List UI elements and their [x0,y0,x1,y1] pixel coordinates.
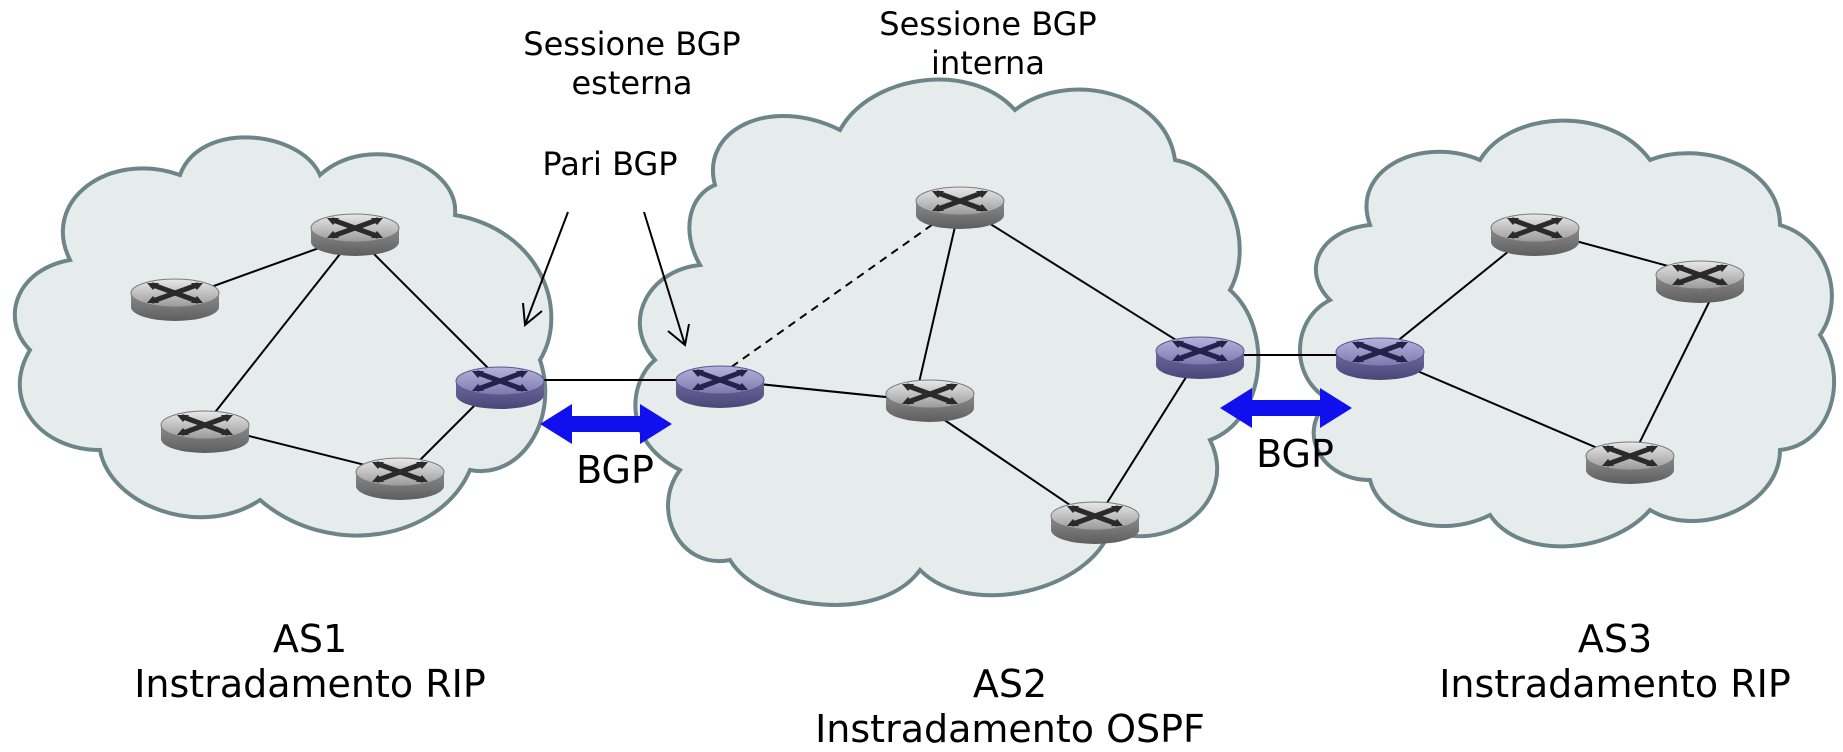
router-icon [916,187,1004,229]
as1-cloud [12,135,554,538]
gateway-router-icon [456,367,544,409]
bgp-arrow-left [540,404,672,444]
router-icon [1491,214,1579,256]
peer-pointer-right [643,211,686,346]
as1-name: AS1 [272,617,348,661]
router-icon [1051,502,1139,544]
link-as2-b [914,204,961,401]
as3-name: AS3 [1577,617,1653,661]
as1-label: AS1 Instradamento RIP [90,617,530,707]
link-as3-d [1379,354,1631,463]
link-as1-b [204,234,356,426]
bgp-right-text: BGP [1256,432,1334,476]
as1-routing: Instradamento RIP [134,662,486,706]
router-icon [311,214,399,256]
bgp-right-label: BGP [1240,432,1350,477]
gateway-router-icon [1156,337,1244,379]
peer-pointer-left [524,211,569,326]
bgp-arrow-right [1220,388,1352,428]
ebgp-session-label: Sessione BGP esterna [512,25,752,103]
bgp-peers-label: Pari BGP [520,145,700,184]
router-icon [131,279,219,321]
bgp-left-label: BGP [560,448,670,493]
as2-cloud [633,77,1261,607]
peer-pointer-right-head [667,323,690,347]
link-as2-c [959,204,1201,356]
ibgp-session-line2: interna [931,44,1045,82]
router-icon [1586,442,1674,484]
link-as1-c [354,234,501,381]
ebgp-session-line1: Sessione BGP [523,25,741,63]
as3-routing: Instradamento RIP [1439,662,1791,706]
peer-pointer-left-head [522,302,543,327]
as2-routing: Instradamento OSPF [815,707,1205,751]
bgp-peers-text: Pari BGP [542,145,678,183]
link-as3-c [1629,279,1721,463]
router-icon [1656,261,1744,303]
gateway-router-icon [1336,338,1424,380]
router-icon [886,380,974,422]
gateway-router-icon [676,366,764,408]
as2-name: AS2 [972,662,1048,706]
ibgp-session-label: Sessione BGP interna [868,5,1108,83]
router-icon [161,411,249,453]
ibgp-session-line1: Sessione BGP [879,5,1097,43]
bgp-left-text: BGP [576,448,654,492]
as3-label: AS3 Instradamento RIP [1395,617,1835,707]
as2-label: AS2 Instradamento OSPF [780,662,1240,752]
ibgp-session-link [719,204,961,376]
as3-cloud [1298,118,1836,549]
link-as2-e [1094,354,1201,523]
router-icon [356,458,444,500]
ebgp-session-line2: esterna [571,64,693,102]
